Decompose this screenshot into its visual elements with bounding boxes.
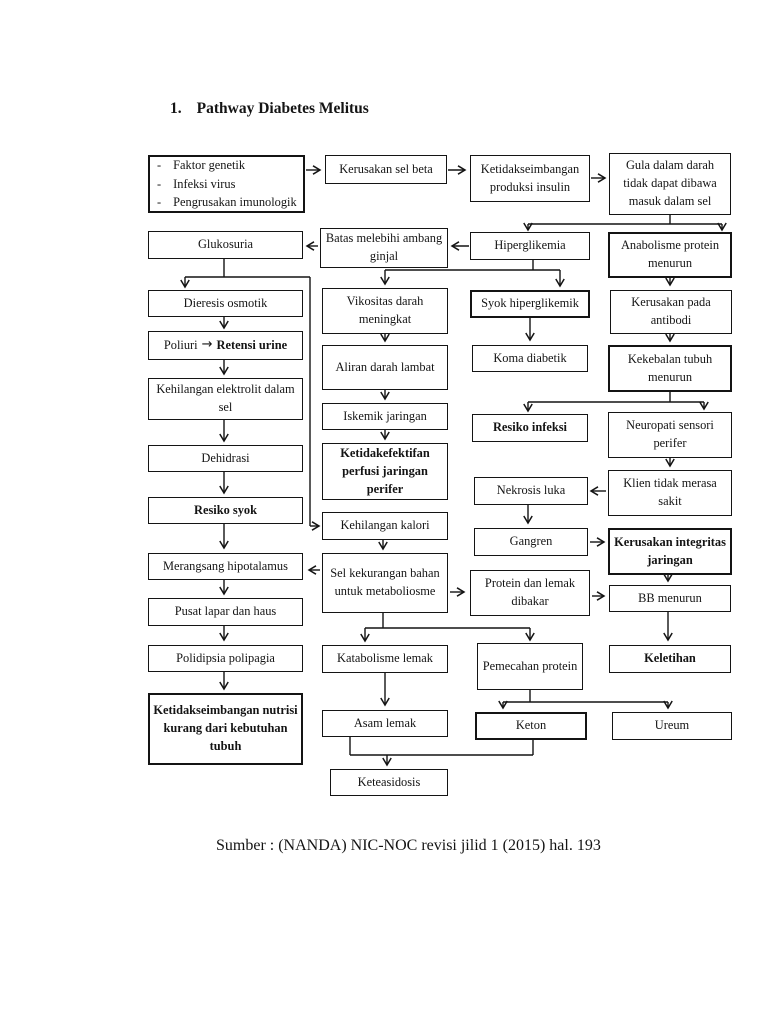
node-vikositas: Vikositas darah meningkat [322, 288, 448, 334]
cause-item: - Faktor genetik [157, 156, 245, 175]
node-protein-lemak-dibakar: Protein dan lemak dibakar [470, 570, 590, 616]
dash-bullet: - [157, 195, 162, 210]
node-polidipsia: Polidipsia polipagia [148, 645, 303, 672]
node-kerusakan-integritas: Kerusakan integritas jaringan [608, 528, 732, 575]
node-bb-menurun: BB menurun [609, 585, 731, 612]
heading-number: 1. [170, 100, 182, 117]
node-keteasidosis: Keteasidosis [330, 769, 448, 796]
node-glukosuria: Glukosuria [148, 231, 303, 259]
cause-label: Faktor genetik [173, 158, 246, 173]
node-katabolisme: Katabolisme lemak [322, 645, 448, 673]
node-elektrolit: Kehilangan elektrolit dalam sel [148, 378, 303, 420]
cause-label: Infeksi virus [173, 176, 236, 191]
cause-item: - Infeksi virus [157, 175, 235, 194]
node-pusat-lapar: Pusat lapar dan haus [148, 598, 303, 626]
node-asam-lemak: Asam lemak [322, 710, 448, 737]
node-keton: Keton [475, 712, 587, 740]
node-dieresis: Dieresis osmotik [148, 290, 303, 317]
dash-bullet: - [157, 176, 162, 191]
node-batas-ambang: Batas melebihi ambang ginjal [320, 228, 448, 268]
node-ketidakseimbangan-insulin: Ketidakseimbangan produksi insulin [470, 155, 590, 202]
node-resiko-infeksi: Resiko infeksi [472, 414, 588, 442]
node-keletihan: Keletihan [609, 645, 731, 673]
source-citation: Sumber : (NANDA) NIC-NOC revisi jilid 1 … [216, 837, 601, 854]
node-perfusi: Ketidakefektifan perfusi jaringan perife… [322, 443, 448, 500]
node-iskemik: Iskemik jaringan [322, 403, 448, 430]
right-arrow-icon: → [201, 337, 213, 353]
node-kerusakan-sel-beta: Kerusakan sel beta [325, 155, 447, 184]
node-causes: - Faktor genetik - Infeksi virus - Pengr… [148, 155, 305, 213]
node-gangren: Gangren [474, 528, 588, 556]
heading-text: Pathway Diabetes Melitus [196, 100, 369, 117]
node-resiko-syok: Resiko syok [148, 497, 303, 524]
node-klien-tidak-sakit: Klien tidak merasa sakit [608, 470, 732, 516]
node-hipotalamus: Merangsang hipotalamus [148, 553, 303, 580]
page-title: 1. Pathway Diabetes Melitus [170, 100, 369, 118]
flow-arrows [180, 165, 727, 767]
cause-item: - Pengrusakan imunologik [157, 193, 297, 212]
dash-bullet: - [157, 158, 162, 173]
node-kalori: Kehilangan kalori [322, 512, 448, 540]
node-nekrosis-luka: Nekrosis luka [474, 477, 588, 505]
node-nutrisi: Ketidakseimbangan nutrisi kurang dari ke… [148, 693, 303, 765]
node-gula-dalam-darah: Gula dalam darah tidak dapat dibawa masu… [609, 153, 731, 215]
node-syok-hiperglikemik: Syok hiperglikemik [470, 290, 590, 318]
node-kekebalan-tubuh: Kekebalan tubuh menurun [608, 345, 732, 392]
node-sel-kekurangan: Sel kekurangan bahan untuk metaboliosme [322, 553, 448, 613]
node-pemecahan-protein: Pemecahan protein [477, 643, 583, 690]
retensi-urine-label: Retensi urine [216, 337, 288, 352]
node-hiperglikemia: Hiperglikemia [470, 232, 590, 260]
node-aliran-darah: Aliran darah lambat [322, 345, 448, 390]
node-koma-diabetik: Koma diabetik [472, 345, 588, 372]
node-anabolisme: Anabolisme protein menurun [608, 232, 732, 278]
node-neuropati: Neuropati sensori perifer [608, 412, 732, 458]
node-dehidrasi: Dehidrasi [148, 445, 303, 472]
poliuri-label: Poliuri [163, 337, 198, 352]
cause-label: Pengrusakan imunologik [173, 195, 297, 210]
node-kerusakan-antibodi: Kerusakan pada antibodi [610, 290, 732, 334]
node-poliuri-retensi: Poliuri → Retensi urine [148, 331, 303, 360]
node-ureum: Ureum [612, 712, 732, 740]
